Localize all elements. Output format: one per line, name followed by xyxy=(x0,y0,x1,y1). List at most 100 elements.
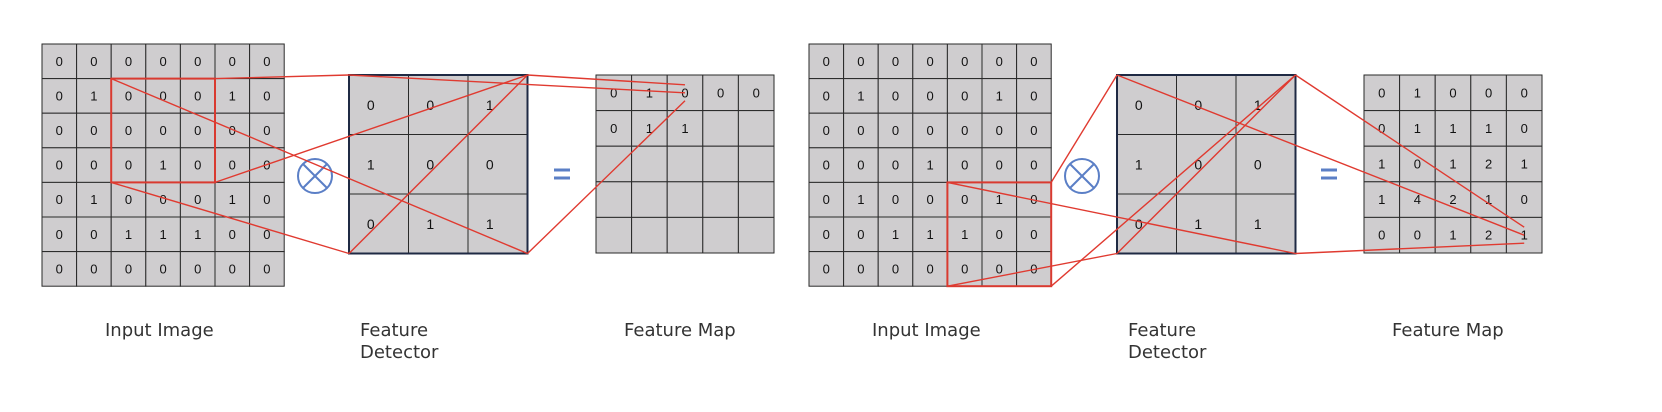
connector-line xyxy=(947,181,1296,255)
input-cell-value: 0 xyxy=(229,54,236,69)
input-cell-value: 0 xyxy=(90,123,97,138)
connector-line xyxy=(1050,74,1296,287)
feature-map-cell-value: 1 xyxy=(681,121,688,136)
input-cell-value: 0 xyxy=(926,261,933,276)
input-cell-value: 0 xyxy=(229,227,236,242)
detector-cell xyxy=(1235,193,1296,254)
input-cell xyxy=(1016,43,1052,80)
detector-cell xyxy=(467,134,528,195)
feature-map-cell-value: 0 xyxy=(717,85,724,100)
input-cell-value: 0 xyxy=(263,88,270,103)
input-cell xyxy=(145,181,181,218)
feature-map-cell-value: 0 xyxy=(610,121,617,136)
detector-cell xyxy=(408,74,469,135)
input-cell xyxy=(41,216,78,253)
input-cell-value: 1 xyxy=(961,227,968,242)
feature-map-cell-value: 0 xyxy=(1449,85,1456,100)
input-cell-value: 0 xyxy=(823,88,830,103)
input-cell-value: 1 xyxy=(892,227,899,242)
input-cell xyxy=(843,147,879,183)
input-cell-value: 0 xyxy=(125,261,132,276)
input-cell xyxy=(1016,78,1052,114)
input-cell-value: 0 xyxy=(926,123,933,138)
feature-map-cell-value: 1 xyxy=(1378,192,1385,207)
input-cell-value: 0 xyxy=(125,88,132,103)
input-cell-value: 1 xyxy=(125,227,132,242)
detector-cell xyxy=(408,193,469,254)
input-cell xyxy=(808,181,845,218)
input-cell xyxy=(981,147,1018,183)
connector-line xyxy=(214,74,528,184)
input-cell-value: 0 xyxy=(892,192,899,207)
feature-map-cell-value: 4 xyxy=(1414,192,1421,207)
input-cell xyxy=(1016,147,1052,183)
feature-map-cell xyxy=(595,145,633,183)
feature-map-cell-value: 2 xyxy=(1485,157,1492,172)
detector-cell-value: 0 xyxy=(367,97,375,113)
connector-line xyxy=(110,77,528,255)
input-cell-value: 0 xyxy=(229,261,236,276)
panel-2: 0000000010001000000000001000010001000111… xyxy=(808,43,1543,363)
input-cell xyxy=(946,43,983,80)
detector-cell-value: 1 xyxy=(1254,97,1262,113)
input-cell-value: 1 xyxy=(926,158,933,173)
input-cell-value: 0 xyxy=(56,54,63,69)
feature-map-label: Feature Map xyxy=(624,320,736,341)
input-cell xyxy=(808,112,845,149)
input-cell-value: 0 xyxy=(1030,227,1037,242)
feature-map-cell xyxy=(631,181,668,218)
input-cell-value: 0 xyxy=(996,158,1003,173)
feature-map-cell-value: 1 xyxy=(1414,85,1421,100)
feature-map-cell xyxy=(737,110,775,147)
input-cell xyxy=(179,251,216,287)
feature-map-cell xyxy=(1505,216,1543,254)
input-cell-value: 0 xyxy=(229,123,236,138)
input-cell xyxy=(877,147,914,183)
input-cell xyxy=(214,251,251,287)
input-cell xyxy=(41,251,78,287)
input-cell xyxy=(76,251,112,287)
feature-map-cell xyxy=(702,145,739,183)
input-cell-value: 0 xyxy=(159,261,166,276)
input-cell-value: 0 xyxy=(194,192,201,207)
input-cell-value: 0 xyxy=(125,158,132,173)
input-cell-value: 0 xyxy=(823,192,830,207)
input-cell-value: 0 xyxy=(90,54,97,69)
input-cell-value: 0 xyxy=(56,158,63,173)
input-cell-value: 0 xyxy=(194,261,201,276)
input-cell-value: 0 xyxy=(56,88,63,103)
connector-line xyxy=(1050,74,1118,183)
input-cell xyxy=(808,216,845,253)
input-cell xyxy=(808,251,845,287)
input-cell xyxy=(877,251,914,287)
input-cell-value: 0 xyxy=(229,158,236,173)
feature-map-cell-value: 2 xyxy=(1485,228,1492,243)
input-cell-value: 0 xyxy=(892,54,899,69)
feature-map-cell xyxy=(595,181,633,218)
feature-map-cell-value: 1 xyxy=(1414,121,1421,136)
input-cell-value: 0 xyxy=(194,123,201,138)
detector-cell-value: 0 xyxy=(1194,156,1202,172)
input-cell xyxy=(946,78,983,114)
input-image-grid: 0000000010001000000000001000010001000111… xyxy=(41,43,285,287)
input-cell-value: 0 xyxy=(892,88,899,103)
input-cell-value: 0 xyxy=(926,192,933,207)
input-cell-value: 0 xyxy=(263,192,270,207)
feature-map-cell-value: 1 xyxy=(646,85,653,100)
feature-map-cell-value: 1 xyxy=(1449,121,1456,136)
input-cell-value: 1 xyxy=(194,227,201,242)
feature-map-cell xyxy=(595,216,633,254)
input-cell-value: 0 xyxy=(159,88,166,103)
input-cell xyxy=(912,181,948,218)
input-cell-value: 0 xyxy=(263,227,270,242)
detector-cell-value: 0 xyxy=(1254,156,1262,172)
input-cell-value: 0 xyxy=(823,261,830,276)
feature-map-cell-value: 0 xyxy=(753,85,760,100)
input-cell-value: 0 xyxy=(263,123,270,138)
detector-cell-value: 0 xyxy=(1135,216,1143,232)
input-cell xyxy=(981,112,1018,149)
input-cell xyxy=(76,216,112,253)
input-cell-value: 0 xyxy=(1030,158,1037,173)
input-cell xyxy=(843,181,879,218)
